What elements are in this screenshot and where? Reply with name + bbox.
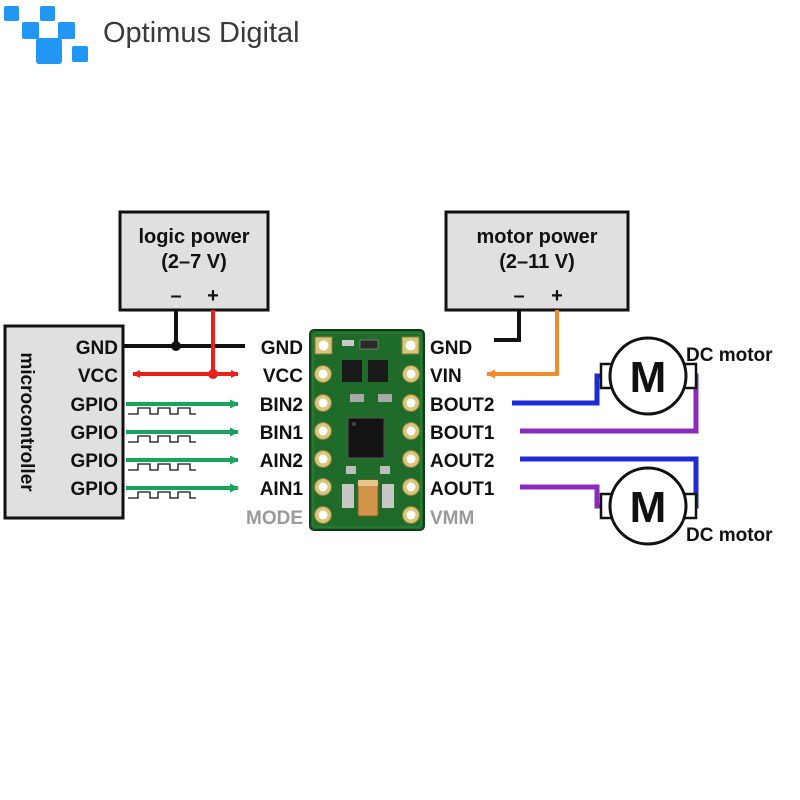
jumper [359,339,379,350]
capacitor-small [346,466,356,474]
logo-square-icon [72,46,88,62]
motor-label: DC motor [686,345,773,366]
motor-power-minus: – [513,285,524,307]
capacitor [382,484,394,508]
logo-square-icon [4,6,19,21]
driver-pin-aout1: AOUT1 [430,479,495,500]
driver-pin-bin1: BIN1 [260,423,304,444]
logo-square-icon [36,38,62,64]
motor-power-box: motor power (2–11 V) – + [444,210,630,312]
mcu-pin-gpio: GPIO [70,479,118,500]
logic-power-plus: + [207,285,219,307]
logic-power-title: logic power [138,226,249,248]
driver-pin-mode: MODE [246,508,303,529]
mcu-pin-gpio: GPIO [70,451,118,472]
microcontroller-title: microcontroller [16,352,37,492]
mcu-pin-gpio: GPIO [70,395,118,416]
logo-square-icon [40,6,55,21]
mcu-pin-vcc: VCC [78,366,118,387]
aout1-wire [520,484,612,509]
capacitor [342,484,354,508]
pwm-waveform-icon [128,491,196,499]
driver-pin-gnd: GND [261,338,303,359]
driver-pin-vcc: VCC [263,366,303,387]
driver-pin-bout1: BOUT1 [430,423,495,444]
mcu-pin-gnd: GND [76,338,118,359]
resistor [342,340,354,346]
brand-name: Optimus Digital [103,17,300,49]
gnd-wire [123,310,245,351]
brand-logo: Optimus Digital [4,6,300,64]
motor-symbol: M [630,483,667,532]
logic-power-box: logic power (2–7 V) – + [118,210,270,312]
bout2-wire [512,373,612,406]
driver-pin-vin: VIN [430,366,462,387]
pwm-waveform-icon [128,463,196,471]
capacitor-small [380,466,390,474]
driver-pin-ain1: AIN1 [260,479,304,500]
logo-square-icon [22,22,39,39]
pwm-waveform-icon [128,435,196,443]
microcontroller-box: microcontroller GND VCC GPIO GPIO GPIO G… [3,324,125,520]
resistor [350,394,364,402]
driver-right-pins: GND VIN BOUT2 BOUT1 AOUT2 AOUT1 VMM [430,338,495,529]
motor-icon [608,336,688,416]
dc-motor-bottom: M DC motor [599,466,773,546]
driver-pin-ain2: AIN2 [260,451,303,472]
driver-pin-bout2: BOUT2 [430,395,494,416]
driver-board [309,329,425,531]
driver-pin-aout2: AOUT2 [430,451,494,472]
motor-power-range: (2–11 V) [499,251,575,273]
driver-pin-gnd: GND [430,338,472,359]
logic-power-minus: – [170,285,181,307]
gpio-wires [126,399,239,499]
motor-label: DC motor [686,525,773,546]
right-pads [401,336,420,524]
left-pads [314,336,333,524]
mcu-pin-gpio: GPIO [70,423,118,444]
motor-icon [608,466,688,546]
driver-pin-vmm: VMM [430,508,474,529]
driver-chip [347,417,385,459]
transistor [342,360,362,382]
logic-power-range: (2–7 V) [161,251,227,273]
transistor [368,360,388,382]
dc-motor-top: M DC motor [599,336,773,416]
motor-power-plus: + [551,285,563,307]
vcc-wire [132,310,239,379]
logo-square-icon [58,22,75,39]
motor-symbol: M [630,353,667,402]
driver-pin-bin2: BIN2 [260,395,303,416]
driver-left-pins: GND VCC BIN2 BIN1 AIN2 AIN1 MODE [246,338,303,529]
vin-wire [486,310,559,379]
resistor [378,394,392,402]
motor-power-title: motor power [476,226,597,248]
motor-gnd-wire [494,310,521,342]
pwm-waveform-icon [128,407,196,415]
